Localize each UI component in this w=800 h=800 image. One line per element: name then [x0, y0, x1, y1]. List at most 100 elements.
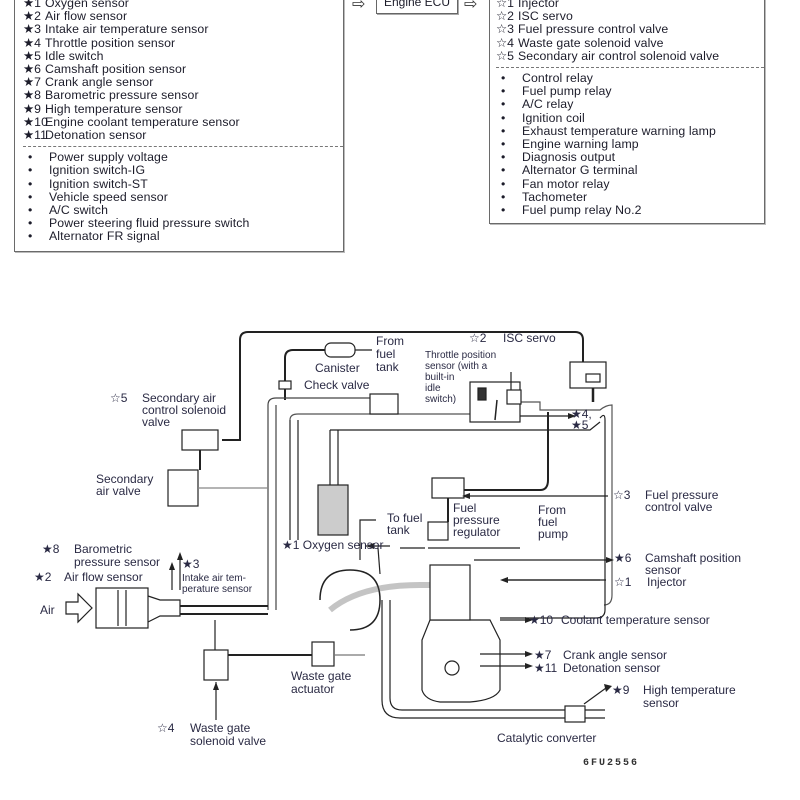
label-airflow-mark: ★2 — [34, 570, 52, 584]
list-item: • Fuel pump relay — [496, 85, 764, 98]
bullet-icon: • — [28, 203, 33, 218]
label-inj-mark: ☆1 — [614, 575, 632, 589]
item-label: Tachometer — [522, 189, 588, 204]
label-isc-servo: ISC servo — [503, 331, 556, 345]
star-marker: ★4 — [23, 35, 42, 50]
star-marker: ★11 — [23, 128, 48, 143]
item-label: Vehicle speed sensor — [49, 189, 168, 204]
bullet-icon: • — [501, 71, 506, 86]
bullet-icon: • — [28, 189, 33, 204]
star-marker: ★8 — [23, 88, 42, 103]
waste-gate-actuator — [311, 641, 335, 667]
item-label: Ignition switch-ST — [49, 176, 148, 191]
item-label: Power supply voltage — [49, 150, 168, 165]
label-coolant-mark: ★10 — [529, 613, 553, 627]
list-item: •A/C relay — [496, 98, 764, 111]
label-sec-air-sol-mark: ☆5 — [110, 391, 128, 405]
label-fuel-pc-mark: ☆3 — [613, 488, 631, 502]
label-crank-mark: ★7 — [534, 648, 552, 662]
catalytic-converter — [564, 705, 586, 723]
star-marker: ☆4 — [496, 35, 515, 50]
item-label: Secondary air control solenoid valve — [518, 48, 720, 63]
star-marker: ☆5 — [496, 48, 515, 63]
solenoid-box-top-right — [569, 361, 607, 389]
item-label: Fan motor relay — [522, 176, 610, 191]
item-label: Injector — [518, 0, 560, 10]
item-label: Oxygen sensor — [45, 0, 130, 10]
secondary-air-valve — [167, 469, 199, 507]
bullet-icon: • — [28, 176, 33, 191]
item-label: Ignition switch-IG — [49, 163, 146, 178]
item-label: Control relay — [522, 71, 594, 86]
bullet-icon: • — [501, 203, 506, 218]
label-coolant-sensor: Coolant temperature sensor — [561, 613, 710, 627]
item-label: ISC servo — [518, 9, 573, 24]
bullet-icon: • — [501, 163, 506, 178]
engine-ecu-box: Engine ECU — [376, 0, 458, 14]
air-filter-element — [317, 484, 349, 536]
star-marker: ★3 — [23, 22, 42, 37]
list-item: • Tachometer — [496, 189, 764, 204]
list-item: •Diagnosis output — [496, 151, 764, 164]
air-flow-sensor — [95, 587, 149, 629]
item-label: Diagnosis output — [522, 150, 616, 165]
star-marker: ★10 — [23, 114, 49, 129]
arrow-out-icon: ⇨ — [464, 0, 478, 13]
bullet-icon: • — [501, 123, 506, 138]
star-marker: ★6 — [23, 62, 42, 77]
item-label: Engine warning lamp — [522, 137, 639, 152]
list-item: •Alternator G terminal — [496, 164, 764, 177]
label-catalytic-converter: Catalytic converter — [497, 731, 596, 745]
star-marker: ★7 — [23, 75, 42, 90]
star-marker: ☆1 — [496, 0, 515, 10]
item-label: Exhaust temperature warning lamp — [522, 123, 716, 138]
label-check-valve: Check valve — [304, 378, 370, 392]
ecu-label: Engine ECU — [383, 0, 451, 9]
bullet-icon: • — [28, 229, 33, 244]
star-marker: ★9 — [23, 101, 42, 116]
bullet-icon: • — [28, 150, 33, 165]
canister-hose — [284, 349, 325, 400]
list-item: • Control relay — [496, 71, 764, 86]
bullet-icon: • — [501, 110, 506, 125]
label-crank-sensor: Crank angle sensor — [563, 648, 667, 662]
list-item: • A/C switch — [23, 203, 343, 218]
item-label: Waste gate solenoid valve — [518, 35, 664, 50]
item-label: Air flow sensor — [45, 9, 128, 24]
item-label: Engine coolant temperature sensor — [45, 114, 240, 129]
bullet-icon: • — [501, 137, 506, 152]
item-label: Intake air temperature sensor — [45, 22, 209, 37]
label-oxygen-sensor: ★1 Oxygen sensor — [282, 538, 383, 552]
label-intake-air-temp: Intake air tem-perature sensor — [182, 573, 253, 595]
air-inlet-arrow — [65, 592, 93, 624]
label-injector: Injector — [647, 575, 686, 589]
bullet-icon: • — [501, 84, 506, 99]
item-label: A/C switch — [49, 203, 109, 218]
bullet-icon: • — [501, 189, 506, 204]
bullet-icon: • — [501, 97, 506, 112]
waste-gate-solenoid — [203, 649, 229, 681]
item-label: Fuel pump relay — [522, 84, 612, 99]
arrow-in-icon: ⇨ — [352, 0, 366, 13]
throttle-body — [469, 381, 521, 423]
